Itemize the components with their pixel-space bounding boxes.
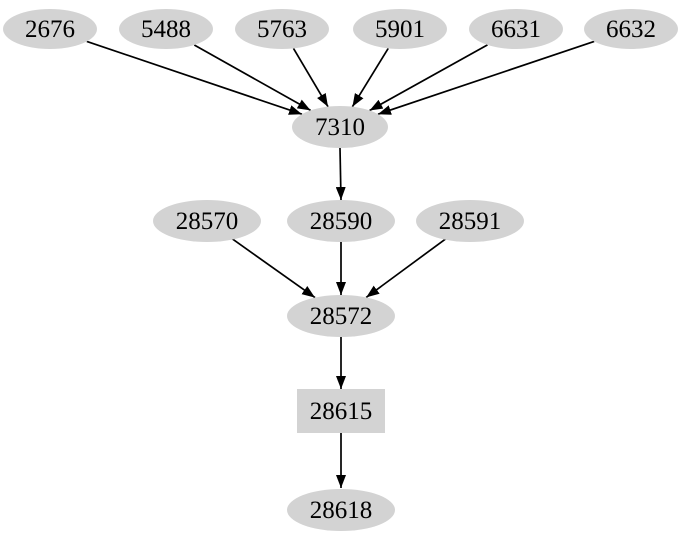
node-7310-shape	[292, 106, 388, 148]
edge-5763-7310	[292, 47, 329, 108]
node-5488-label: 5488	[141, 16, 191, 43]
node-28615-shape	[297, 389, 385, 433]
node-5901-label: 5901	[375, 16, 425, 43]
node-2676: 2676	[3, 9, 97, 49]
node-28590-label: 28590	[310, 208, 373, 235]
edge-6631-7310	[369, 44, 488, 112]
node-7310-label: 7310	[315, 114, 365, 141]
edge-5488-7310	[193, 44, 312, 112]
node-6632-label: 6632	[606, 16, 656, 43]
node-28570: 28570	[153, 200, 261, 242]
node-2676-label: 2676	[25, 16, 75, 43]
edge-28570-28572	[231, 237, 316, 299]
node-7310: 7310	[292, 106, 388, 148]
node-5488-shape	[119, 9, 213, 49]
node-28572-shape	[287, 295, 395, 337]
node-28615-label: 28615	[310, 398, 373, 425]
edge-6632-7310	[377, 40, 595, 116]
node-6631: 6631	[469, 9, 563, 49]
node-28591: 28591	[416, 200, 524, 242]
node-28591-label: 28591	[439, 208, 502, 235]
node-28572-label: 28572	[310, 303, 373, 330]
node-28618-label: 28618	[310, 497, 373, 524]
node-6632: 6632	[584, 9, 678, 49]
node-6631-shape	[469, 9, 563, 49]
node-28618: 28618	[287, 489, 395, 531]
node-28572: 28572	[287, 295, 395, 337]
node-5901: 5901	[353, 9, 447, 49]
node-5488: 5488	[119, 9, 213, 49]
node-28590-shape	[287, 200, 395, 242]
node-5763-shape	[235, 9, 329, 49]
edge-5901-7310	[351, 47, 389, 108]
node-28570-shape	[153, 200, 261, 242]
node-28590: 28590	[287, 200, 395, 242]
node-layer: 2676 5488 5763 5901 6631 6632 7310 2857	[3, 9, 678, 531]
node-5763: 5763	[235, 9, 329, 49]
edge-layer	[86, 40, 595, 488]
node-2676-shape	[3, 9, 97, 49]
edge-7310-28590	[335, 147, 346, 201]
node-28570-label: 28570	[176, 208, 239, 235]
node-28591-shape	[416, 200, 524, 242]
edge-2676-7310	[86, 40, 303, 116]
node-5901-shape	[353, 9, 447, 49]
node-6632-shape	[584, 9, 678, 49]
node-6631-label: 6631	[491, 16, 541, 43]
node-28618-shape	[287, 489, 395, 531]
edge-28591-28572	[365, 238, 447, 299]
node-5763-label: 5763	[257, 16, 307, 43]
node-28615: 28615	[297, 389, 385, 433]
